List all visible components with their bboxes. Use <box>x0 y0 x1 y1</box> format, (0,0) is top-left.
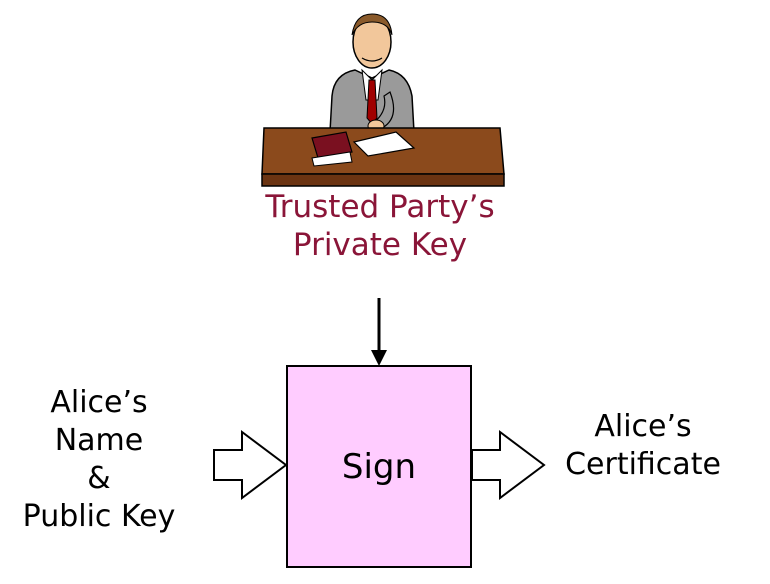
output-arrow <box>471 430 546 500</box>
input-line-4: Public Key <box>22 499 176 534</box>
alice-certificate-label: Alice’s Certificate <box>548 408 738 484</box>
trusted-party-private-key-label: Trusted Party’s Private Key <box>230 188 530 264</box>
input-line-3: & <box>87 461 111 496</box>
trusted-label-line-2: Private Key <box>292 227 468 263</box>
input-arrow <box>213 430 288 500</box>
trusted-label-line-1: Trusted Party’s <box>265 189 495 225</box>
output-line-2: Certificate <box>565 447 721 482</box>
businessman-at-desk-illustration <box>261 13 505 187</box>
input-line-2: Name <box>54 423 144 458</box>
output-line-1: Alice’s <box>594 409 692 444</box>
sign-box: Sign <box>286 365 472 568</box>
alice-name-public-key-label: Alice’s Name & Public Key <box>8 384 190 536</box>
input-line-1: Alice’s <box>50 385 148 420</box>
key-down-arrow <box>371 298 387 366</box>
sign-label: Sign <box>341 447 417 487</box>
